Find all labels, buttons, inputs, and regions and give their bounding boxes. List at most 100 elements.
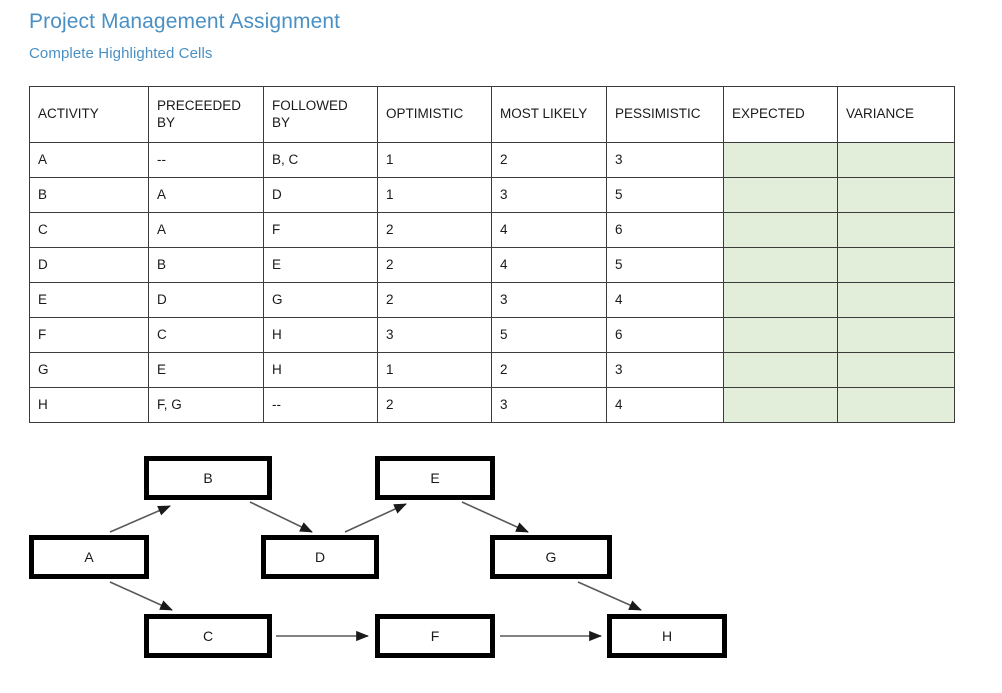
- cell-variance[interactable]: [837, 142, 955, 178]
- cell-followed-by: G: [263, 282, 378, 318]
- cell-most-likely: 2: [491, 352, 607, 388]
- cell-followed-by: E: [263, 247, 378, 283]
- pert-activity-table: ACTIVITY PRECEEDED BY FOLLOWED BY OPTIMI…: [29, 86, 955, 423]
- cell-expected[interactable]: [723, 212, 838, 248]
- table-row: G E H 1 2 3: [29, 352, 955, 388]
- cell-optimistic: 2: [377, 387, 492, 423]
- node-label: B: [203, 470, 213, 486]
- cell-activity: D: [29, 247, 149, 283]
- edge-B-to-D: [249, 501, 313, 533]
- cell-expected[interactable]: [723, 247, 838, 283]
- table-row: F C H 3 5 6: [29, 317, 955, 353]
- page-title: Project Management Assignment: [29, 10, 341, 33]
- cell-most-likely: 3: [491, 387, 607, 423]
- cell-expected[interactable]: [723, 142, 838, 178]
- cell-pessimistic: 6: [606, 212, 724, 248]
- cell-most-likely: 4: [491, 247, 607, 283]
- cell-followed-by: H: [263, 317, 378, 353]
- cell-pessimistic: 3: [606, 142, 724, 178]
- cell-expected[interactable]: [723, 282, 838, 318]
- cell-optimistic: 2: [377, 247, 492, 283]
- edge-A-to-B: [109, 505, 171, 533]
- diagram-node-E[interactable]: E: [375, 456, 495, 500]
- node-label: C: [202, 628, 214, 644]
- diagram-node-H[interactable]: H: [607, 614, 727, 658]
- cell-pessimistic: 6: [606, 317, 724, 353]
- cell-variance[interactable]: [837, 247, 955, 283]
- cell-optimistic: 3: [377, 317, 492, 353]
- column-header-pessimistic: PESSIMISTIC: [606, 86, 724, 143]
- cell-expected[interactable]: [723, 317, 838, 353]
- column-header-most-likely: MOST LIKELY: [491, 86, 607, 143]
- table-row: H F, G -- 2 3 4: [29, 387, 955, 423]
- cell-preceded-by: F, G: [148, 387, 264, 423]
- cell-pessimistic: 5: [606, 177, 724, 213]
- edge-A-to-C: [109, 581, 173, 611]
- page-subtitle: Complete Highlighted Cells: [29, 45, 213, 62]
- node-label: G: [545, 549, 557, 565]
- cell-pessimistic: 3: [606, 352, 724, 388]
- cell-activity: G: [29, 352, 149, 388]
- cell-activity: C: [29, 212, 149, 248]
- diagram-node-A[interactable]: A: [29, 535, 149, 579]
- cell-optimistic: 1: [377, 177, 492, 213]
- node-label: H: [661, 628, 673, 644]
- edge-D-to-E: [344, 503, 407, 533]
- cell-followed-by: F: [263, 212, 378, 248]
- cell-expected[interactable]: [723, 177, 838, 213]
- node-label: E: [430, 470, 440, 486]
- cell-variance[interactable]: [837, 352, 955, 388]
- edge-E-to-G: [461, 501, 529, 533]
- cell-preceded-by: B: [148, 247, 264, 283]
- cell-pessimistic: 4: [606, 282, 724, 318]
- cell-expected[interactable]: [723, 352, 838, 388]
- cell-variance[interactable]: [837, 387, 955, 423]
- cell-followed-by: B, C: [263, 142, 378, 178]
- cell-followed-by: D: [263, 177, 378, 213]
- cell-activity: H: [29, 387, 149, 423]
- column-header-followed-by: FOLLOWED BY: [263, 86, 378, 143]
- cell-pessimistic: 5: [606, 247, 724, 283]
- cell-followed-by: H: [263, 352, 378, 388]
- diagram-edges-layer: [109, 501, 642, 642]
- node-label: F: [430, 628, 440, 644]
- column-header-expected: EXPECTED: [723, 86, 838, 143]
- cell-preceded-by: C: [148, 317, 264, 353]
- cell-optimistic: 1: [377, 352, 492, 388]
- cell-preceded-by: D: [148, 282, 264, 318]
- column-header-activity: ACTIVITY: [29, 86, 149, 143]
- table-row: C A F 2 4 6: [29, 212, 955, 248]
- table-body: A -- B, C 1 2 3 B A D 1 3 5 C A: [29, 142, 955, 423]
- node-label: D: [314, 549, 326, 565]
- edge-G-to-H: [577, 581, 642, 611]
- diagram-node-F[interactable]: F: [375, 614, 495, 658]
- cell-activity: F: [29, 317, 149, 353]
- cell-expected[interactable]: [723, 387, 838, 423]
- cell-variance[interactable]: [837, 317, 955, 353]
- node-label: A: [84, 549, 94, 565]
- cell-variance[interactable]: [837, 282, 955, 318]
- cell-pessimistic: 4: [606, 387, 724, 423]
- cell-variance[interactable]: [837, 212, 955, 248]
- cell-preceded-by: A: [148, 212, 264, 248]
- cell-most-likely: 3: [491, 282, 607, 318]
- cell-most-likely: 5: [491, 317, 607, 353]
- cell-followed-by: --: [263, 387, 378, 423]
- cell-optimistic: 2: [377, 282, 492, 318]
- table-header-row: ACTIVITY PRECEEDED BY FOLLOWED BY OPTIMI…: [29, 86, 955, 143]
- diagram-node-B[interactable]: B: [144, 456, 272, 500]
- cell-variance[interactable]: [837, 177, 955, 213]
- diagram-node-C[interactable]: C: [144, 614, 272, 658]
- cell-preceded-by: --: [148, 142, 264, 178]
- cell-activity: A: [29, 142, 149, 178]
- activity-network-diagram: A B C D E F G H: [0, 440, 1002, 693]
- cell-activity: E: [29, 282, 149, 318]
- table-row: E D G 2 3 4: [29, 282, 955, 318]
- table-row: A -- B, C 1 2 3: [29, 142, 955, 178]
- cell-preceded-by: A: [148, 177, 264, 213]
- table-row: B A D 1 3 5: [29, 177, 955, 213]
- diagram-node-D[interactable]: D: [261, 535, 379, 579]
- cell-preceded-by: E: [148, 352, 264, 388]
- diagram-node-G[interactable]: G: [490, 535, 612, 579]
